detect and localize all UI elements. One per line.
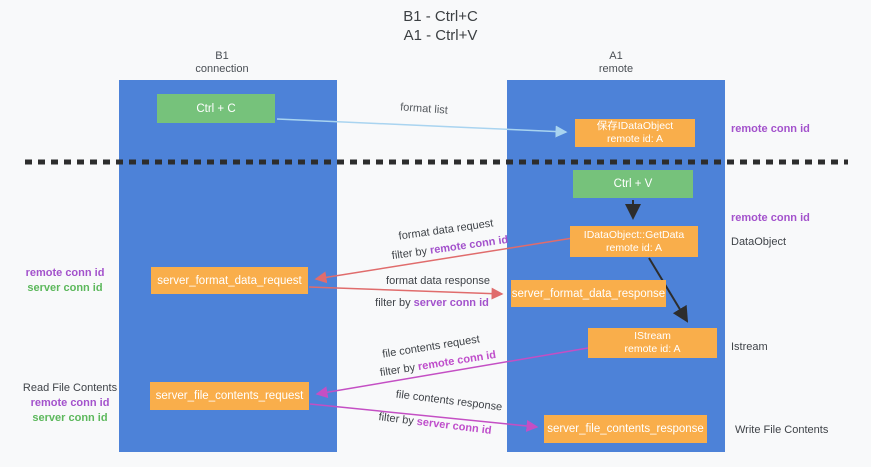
node-save-idataobject-remote-id: remote id: A: [606, 133, 664, 145]
node-ctrl-c-label: Ctrl + C: [196, 102, 236, 115]
left2-server-conn-id-label: server conn id: [32, 412, 108, 424]
edge-label-format-list: format list: [399, 101, 449, 117]
dataobject-label: DataObject: [731, 236, 787, 248]
node-server-file-contents-request-label: server_file_contents_request: [155, 390, 304, 402]
node-istream: IStream remote id: A: [588, 328, 717, 358]
node-save-idataobject: 保存IDataObject remote id: A: [575, 119, 695, 147]
node-getdata-title: IDataObject::GetData: [583, 228, 685, 241]
left2-remote-conn-id-label: remote conn id: [30, 397, 110, 409]
column-a1-role: remote: [598, 63, 634, 75]
left-server-conn-id-label: server conn id: [27, 282, 103, 294]
node-server-file-contents-request: server_file_contents_request: [150, 382, 309, 410]
server-conn-id-key: server conn id: [416, 415, 493, 437]
node-idataobject-getdata: IDataObject::GetData remote id: A: [570, 226, 698, 257]
node-server-format-data-response: server_format_data_response: [511, 280, 666, 307]
write-file-contents-label: Write File Contents: [735, 424, 829, 436]
arrow-format-data-response: [308, 286, 504, 300]
column-header-b1: B1 connection: [152, 50, 292, 76]
right-remote-conn-id-label-1: remote conn id: [731, 123, 810, 135]
node-getdata-remote-id: remote id: A: [605, 241, 663, 254]
column-b1-role: connection: [195, 63, 249, 75]
node-server-file-contents-response-label: server_file_contents_response: [547, 423, 704, 435]
filter-by-text: filter by: [391, 244, 431, 263]
edge-label-filter-server-file: filter by server conn id: [378, 411, 492, 437]
filter-by-text: filter by: [377, 411, 418, 428]
istream-label: Istream: [731, 341, 768, 353]
read-file-contents-group: Read File Contents remote conn id server…: [10, 381, 130, 426]
remote-conn-id-key: remote conn id: [429, 233, 509, 257]
column-a1-name: A1: [609, 50, 623, 62]
right-remote-conn-id-label-2: remote conn id: [731, 212, 810, 224]
node-server-format-data-response-label: server_format_data_response: [511, 287, 666, 300]
node-ctrl-v: Ctrl + V: [573, 170, 693, 198]
node-ctrl-c: Ctrl + C: [157, 94, 275, 123]
filter-by-text: filter by: [379, 361, 420, 380]
title-line-2: A1 - Ctrl+V: [403, 27, 478, 44]
left-conn-id-group: remote conn id server conn id: [10, 266, 120, 296]
edge-label-filter-server-format: filter by server conn id: [375, 297, 489, 309]
node-istream-remote-id: remote id: A: [624, 343, 681, 355]
node-save-idataobject-title: 保存IDataObject: [596, 120, 674, 132]
node-istream-title: IStream: [634, 330, 671, 342]
diagram-title: B1 - Ctrl+C A1 - Ctrl+V: [0, 7, 871, 45]
node-ctrl-v-label: Ctrl + V: [613, 178, 653, 190]
title-line-1: B1 - Ctrl+C: [403, 8, 478, 25]
left-remote-conn-id-label: remote conn id: [25, 267, 105, 279]
filter-by-text: filter by: [375, 297, 414, 309]
node-server-format-data-request: server_format_data_request: [151, 267, 308, 294]
edge-label-format-data-response: format data response: [386, 275, 490, 287]
node-server-file-contents-response: server_file_contents_response: [544, 415, 707, 443]
read-file-contents-label: Read File Contents: [22, 382, 118, 394]
column-b1-name: B1: [215, 50, 229, 62]
column-header-a1: A1 remote: [546, 50, 686, 76]
node-server-format-data-request-label: server_format_data_request: [157, 274, 302, 287]
server-conn-id-key: server conn id: [413, 297, 489, 309]
edge-label-file-contents-response: file contents response: [395, 388, 503, 414]
